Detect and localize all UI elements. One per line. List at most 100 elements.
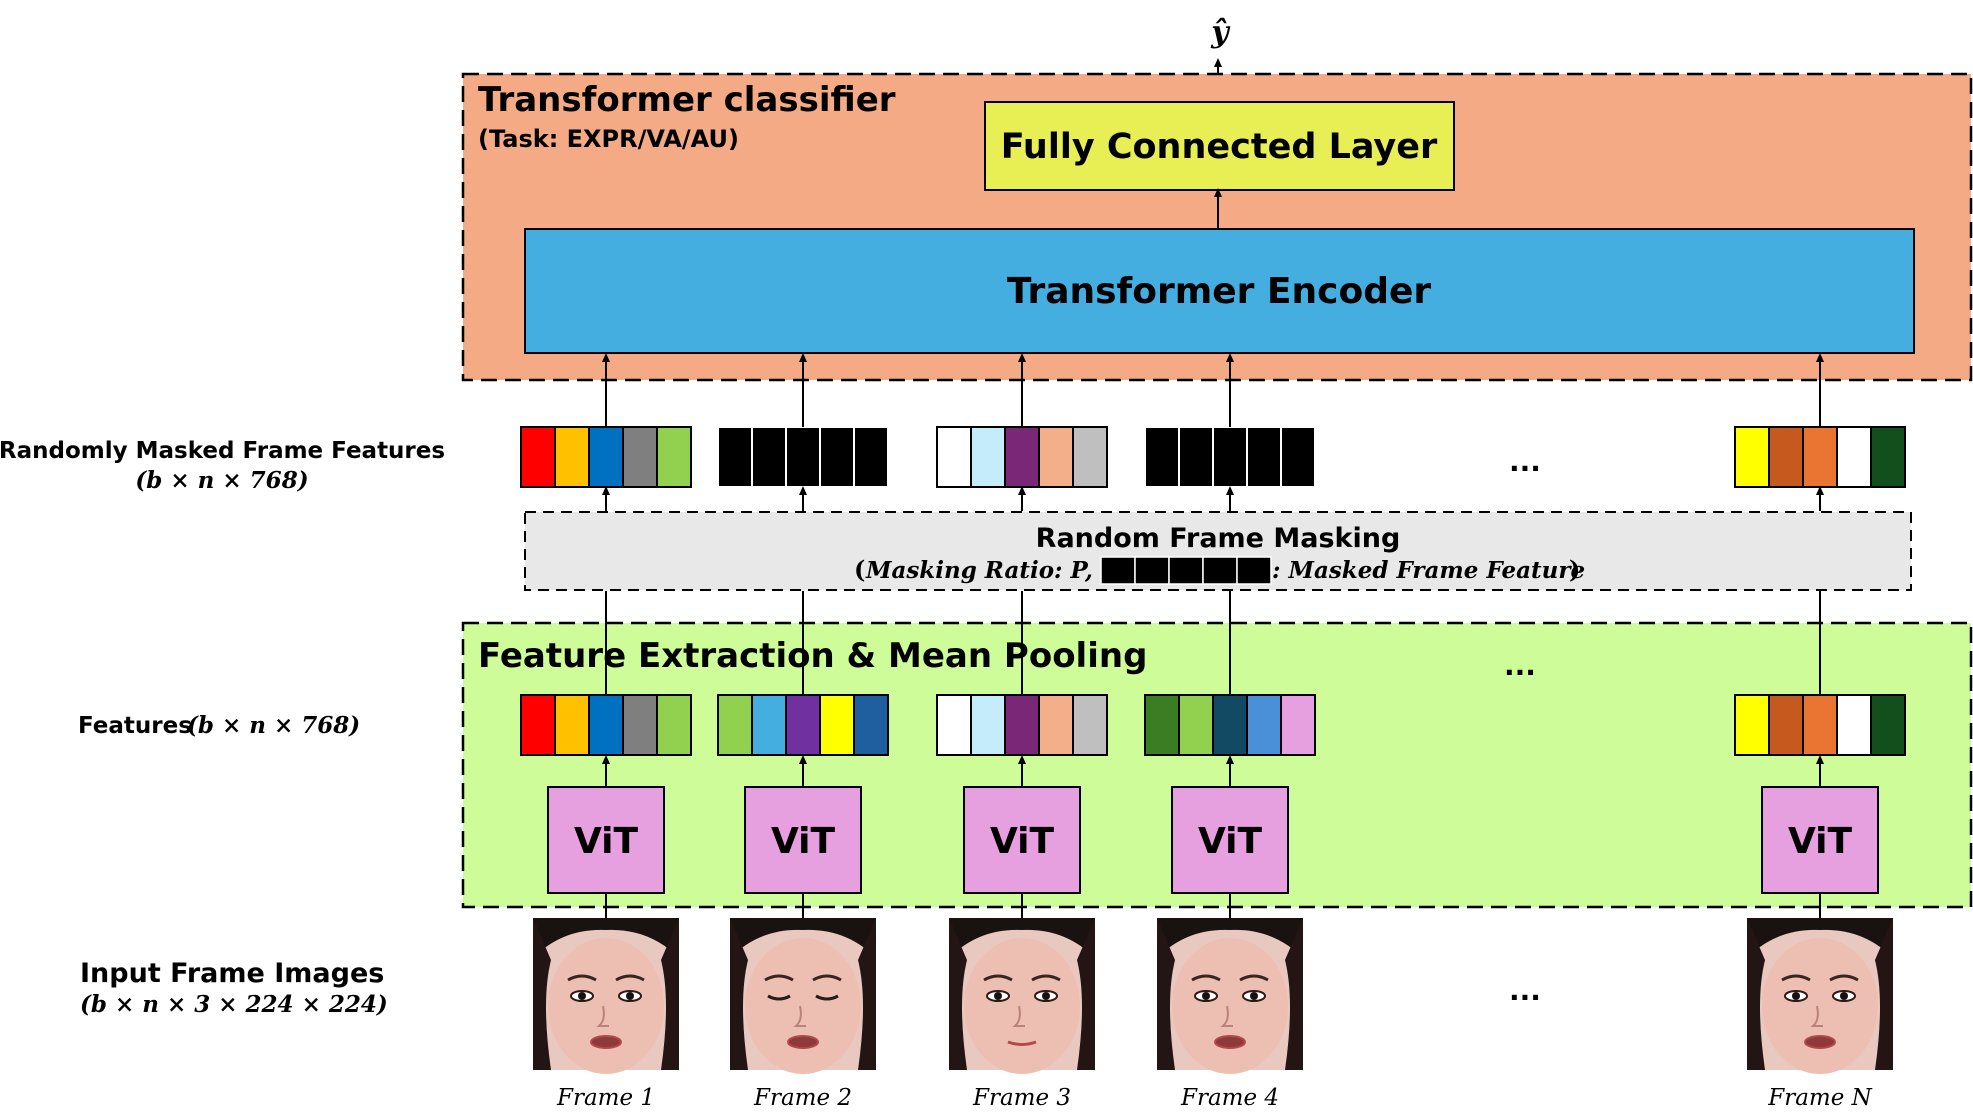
nose [1012, 1005, 1025, 1027]
mouth-closed [1007, 1040, 1037, 1046]
feature-cell [751, 694, 787, 756]
hair-right [1875, 918, 1893, 1070]
masked-feature-cell [751, 426, 787, 488]
masked-feature-cell [1870, 426, 1906, 488]
masking-title: Random Frame Masking [1036, 523, 1401, 554]
face [1172, 938, 1288, 1074]
legend-masked-cell [1100, 556, 1136, 585]
feature-cell [970, 694, 1006, 756]
legend-masked-cell [1202, 556, 1238, 585]
feature-vector [936, 694, 1108, 756]
hair-left [1157, 918, 1175, 1070]
transformer-encoder-label: Transformer Encoder [1007, 271, 1432, 312]
frame-image [730, 918, 876, 1074]
feature-cell [1734, 694, 1770, 756]
hair-left [1747, 918, 1765, 1070]
output-y-hat: ŷ [1210, 15, 1231, 50]
pupil [1840, 992, 1848, 1000]
vit-box [963, 786, 1081, 894]
feature-cell [588, 694, 624, 756]
feature-cell [853, 694, 889, 756]
masked-feature-vector [1144, 426, 1316, 488]
fully-connected-layer-label: Fully Connected Layer [1001, 127, 1438, 167]
vit-label: ViT [1788, 821, 1853, 862]
masked-feature-vector [936, 426, 1108, 488]
eyebrow [615, 974, 645, 982]
hair [1747, 918, 1893, 958]
frame-image [949, 918, 1095, 1074]
nose [1220, 1005, 1233, 1027]
transformer-classifier-panel: Transformer classifier (Task: EXPR/VA/AU… [461, 72, 1973, 382]
pupil [626, 992, 634, 1000]
input-row-title: Input Frame Images [80, 958, 384, 989]
masked-feature-cell [1212, 426, 1248, 488]
feature-cell [717, 694, 753, 756]
masked-feature-cell [785, 426, 821, 488]
fully-connected-layer-box [984, 101, 1455, 191]
vit-label: ViT [574, 821, 639, 862]
eyebrow [1191, 974, 1221, 982]
hair-right [1077, 918, 1095, 1070]
hair-left [533, 918, 551, 1070]
eyebrow [1031, 974, 1061, 982]
feature-cell [1836, 694, 1872, 756]
hair-right [661, 918, 679, 1070]
masked-feature-cell [656, 426, 692, 488]
masked-feature-vector [1734, 426, 1906, 488]
feature-vector [1734, 694, 1906, 756]
pupil [1042, 992, 1050, 1000]
features-row-dims: (b × n × 768) [187, 712, 360, 739]
frame-image [533, 918, 679, 1074]
extraction-ellipsis: ... [1504, 649, 1536, 682]
vit-box [1171, 786, 1289, 894]
vit-box [744, 786, 862, 894]
masked-feature-cell [554, 426, 590, 488]
feature-cell [1280, 694, 1316, 756]
nose [1810, 1005, 1823, 1027]
eyebrow [567, 974, 597, 982]
feature-cell [936, 694, 972, 756]
feature-cell [554, 694, 590, 756]
masked-feature-cell [1144, 426, 1180, 488]
masked-feature-cell [1802, 426, 1838, 488]
mouth-open [590, 1035, 622, 1049]
vit-box [547, 786, 665, 894]
masked-feature-cell [936, 426, 972, 488]
random-frame-masking-panel: Random Frame Masking ( Masking Ratio: P,… [524, 511, 1912, 591]
feature-cell [819, 694, 855, 756]
masked-feature-cell [1004, 426, 1040, 488]
masked-feature-cell [853, 426, 889, 488]
feature-cell [1212, 694, 1248, 756]
eyebrow [1781, 974, 1811, 982]
legend-masked-cell [1168, 556, 1204, 585]
feature-cell [1038, 694, 1074, 756]
masked-feature-cell [622, 426, 658, 488]
frame-label: Frame N [1767, 1085, 1872, 1111]
feature-cell [1178, 694, 1214, 756]
feature-cell [1072, 694, 1108, 756]
hair-left [949, 918, 967, 1070]
closed-eye [767, 994, 791, 1001]
closed-eye [815, 994, 839, 1001]
masked-feature-cell [1246, 426, 1282, 488]
masked-feature-cell [520, 426, 556, 488]
face [548, 938, 664, 1074]
masking-legend-text: : Masked Frame Feature [1272, 557, 1585, 584]
frame-label: Frame 3 [972, 1085, 1071, 1111]
masked-feature-cell [970, 426, 1006, 488]
masked-feature-cell [1178, 426, 1214, 488]
vit-label: ViT [990, 821, 1055, 862]
pupil [1202, 992, 1210, 1000]
extraction-title: Feature Extraction & Mean Pooling [478, 636, 1147, 676]
masked-feature-cell [1836, 426, 1872, 488]
frame-column-3: ViT Frame 3 [936, 353, 1108, 1111]
masked-feature-cell [717, 426, 753, 488]
feature-cell [1246, 694, 1282, 756]
feature-cell [1144, 694, 1180, 756]
masked-feature-cell [1768, 426, 1804, 488]
masked-feature-vector [520, 426, 692, 488]
